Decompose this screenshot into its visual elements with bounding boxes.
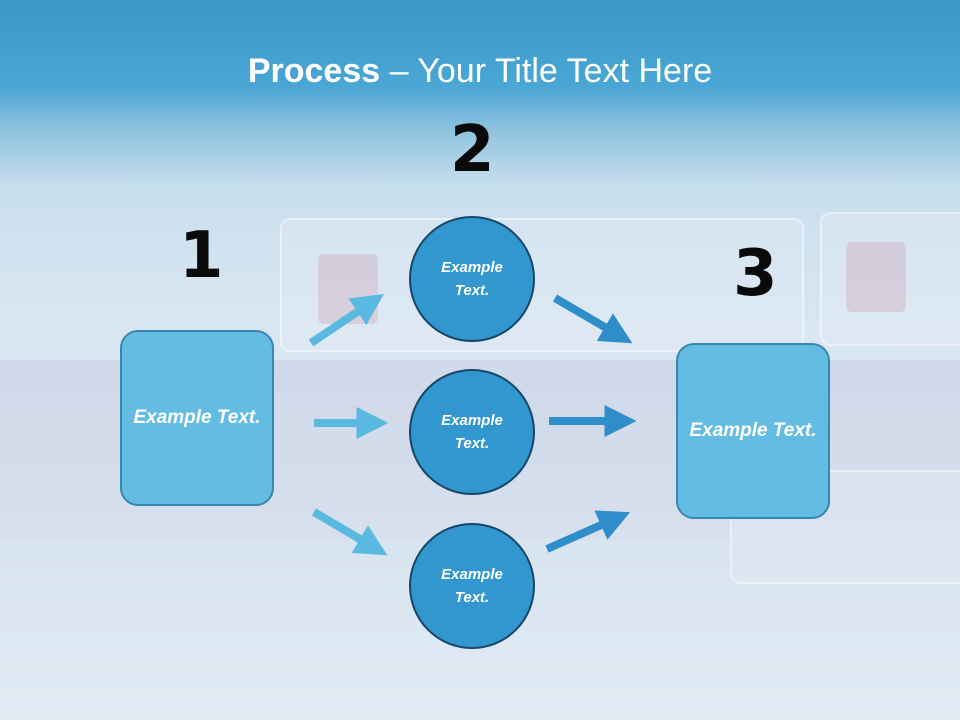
arrow-left-to-top xyxy=(308,293,384,347)
slide-title: Process – Your Title Text Here xyxy=(0,52,960,91)
step-number-3: 3 xyxy=(733,237,778,311)
process-circle-top: Example Text. xyxy=(409,216,535,342)
arrow-bottom-to-right xyxy=(545,510,631,553)
process-box-left: Example Text. xyxy=(120,330,274,506)
arrow-left-to-bottom xyxy=(311,508,388,556)
arrow-top-to-right xyxy=(552,294,633,344)
process-box-right: Example Text. xyxy=(676,343,830,519)
step-number-2: 2 xyxy=(450,113,495,187)
background-logo-mark xyxy=(846,242,906,312)
title-rest: – Your Title Text Here xyxy=(380,52,713,90)
process-circle-bottom: Example Text. xyxy=(409,523,535,649)
title-bold: Process xyxy=(247,52,381,90)
process-circle-middle: Example Text. xyxy=(409,369,535,495)
step-number-1: 1 xyxy=(179,219,224,293)
background-tile xyxy=(280,218,804,352)
background-tile xyxy=(820,212,960,346)
